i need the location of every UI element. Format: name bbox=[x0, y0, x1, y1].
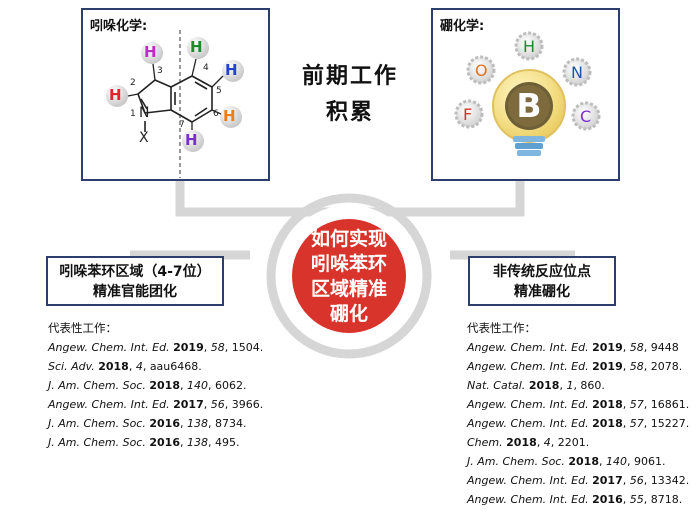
boron-symbol: B bbox=[516, 86, 542, 125]
indole-chemistry-panel: 吲哚化学: bbox=[81, 8, 270, 181]
reference-item: Angew. Chem. Int. Ed. 2018, 57, 15227. bbox=[467, 417, 690, 430]
central-question-text: 如何实现 吲哚苯环 区域精准 硼化 bbox=[310, 228, 387, 325]
unconventional-borylation-label: 非传统反应位点 精准硼化 bbox=[468, 256, 616, 306]
h-position-3: H bbox=[144, 43, 157, 61]
boron-chemistry-panel: 硼化学: B F O bbox=[431, 8, 620, 181]
previous-work-title: 前期工作 积累 bbox=[301, 63, 398, 125]
reference-item: J. Am. Chem. Soc. 2016, 138, 495. bbox=[48, 436, 240, 449]
reference-item: J. Am. Chem. Soc. 2016, 138, 8734. bbox=[48, 417, 247, 430]
locant-2: 2 bbox=[130, 78, 136, 88]
reference-item: Chem. 2018, 4, 2201. bbox=[467, 436, 590, 449]
locant-1: 1 bbox=[130, 109, 136, 119]
element-n: N bbox=[571, 63, 583, 82]
h-position-4: H bbox=[190, 38, 203, 56]
central-question-circle bbox=[292, 219, 406, 333]
reference-item: J. Am. Chem. Soc. 2018, 140, 9061. bbox=[467, 455, 666, 468]
nitrogen-atom: N bbox=[139, 105, 150, 121]
element-o: O bbox=[475, 61, 488, 80]
reference-item: Nat. Catal. 2018, 1, 860. bbox=[467, 379, 605, 392]
locant-5: 5 bbox=[216, 86, 222, 96]
indole-structure bbox=[106, 30, 244, 178]
boron-bulb-diagram bbox=[454, 31, 601, 156]
element-f: F bbox=[463, 105, 473, 124]
panel-title: 吲哚化学: bbox=[90, 19, 148, 34]
indole-functionalization-label: 吲哚苯环区域（4-7位） 精准官能团化 bbox=[46, 256, 224, 306]
panel-title: 硼化学: bbox=[440, 19, 485, 34]
h-position-6: H bbox=[223, 107, 236, 125]
locant-3: 3 bbox=[157, 66, 163, 76]
h-position-5: H bbox=[225, 61, 238, 79]
substituent-x: X bbox=[139, 130, 149, 146]
reference-item: Sci. Adv. 2018, 4, aau6468. bbox=[48, 360, 202, 373]
locant-6: 6 bbox=[213, 109, 219, 119]
locant-7: 7 bbox=[179, 120, 185, 130]
references-heading: 代表性工作： bbox=[48, 321, 117, 335]
reference-item: Angew. Chem. Int. Ed. 2019, 58, 1504. bbox=[48, 341, 264, 354]
reference-item: Angew. Chem. Int. Ed. 2019, 58, 2078. bbox=[467, 360, 683, 373]
references-heading: 代表性工作： bbox=[467, 321, 536, 335]
h-position-7: H bbox=[185, 131, 198, 149]
reference-item: Angew. Chem. Int. Ed. 2016, 55, 8718. bbox=[467, 493, 683, 506]
left-reference-list: 代表性工作： Angew. Chem. Int. Ed. 2019, 58, 1… bbox=[48, 319, 263, 452]
reference-item: J. Am. Chem. Soc. 2018, 140, 6062. bbox=[48, 379, 247, 392]
h-position-2: H bbox=[109, 86, 122, 104]
reference-item: Angew. Chem. Int. Ed. 2018, 57, 16861. bbox=[467, 398, 690, 411]
reference-item: Angew. Chem. Int. Ed. 2017, 56, 3966. bbox=[48, 398, 264, 411]
element-h: H bbox=[523, 37, 536, 56]
reference-item: Angew. Chem. Int. Ed. 2019, 58, 9448 bbox=[467, 341, 679, 354]
reference-item: Angew. Chem. Int. Ed. 2017, 56, 13342. bbox=[467, 474, 690, 487]
right-reference-list: 代表性工作： Angew. Chem. Int. Ed. 2019, 58, 9… bbox=[467, 319, 689, 509]
locant-4: 4 bbox=[203, 63, 209, 73]
element-c: C bbox=[580, 107, 592, 126]
